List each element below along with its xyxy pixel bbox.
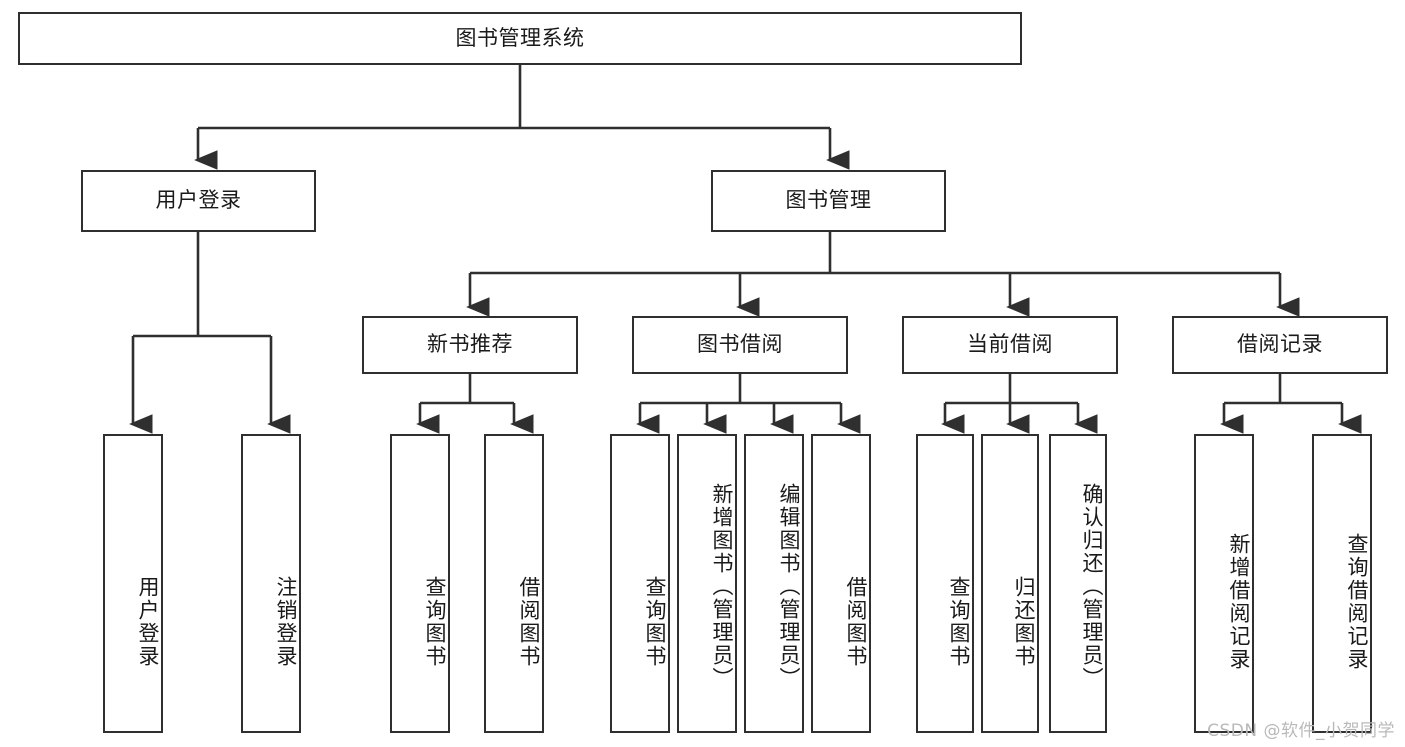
node-label: 图书管理 [785, 188, 872, 213]
node-user-login[interactable]: 用户登录 [81, 170, 316, 232]
leaf-add-borrow-record[interactable]: 新增借阅记录 [1194, 434, 1254, 733]
leaf-confirm-return-admin[interactable]: 确认归还（管理员） [1049, 434, 1107, 733]
node-label: 确认归还（管理员） [1080, 483, 1104, 690]
leaf-borrow-book-recommend[interactable]: 借阅图书 [484, 434, 544, 733]
leaf-add-book-admin[interactable]: 新增图书（管理员） [677, 434, 737, 733]
leaf-edit-book-admin[interactable]: 编辑图书（管理员） [744, 434, 804, 733]
node-label: 图书管理系统 [455, 25, 585, 50]
node-book-management[interactable]: 图书管理 [711, 170, 946, 232]
node-label: 注销登录 [274, 575, 298, 668]
node-label: 借阅图书 [844, 575, 868, 668]
node-label: 归还图书 [1012, 575, 1036, 668]
node-label: 用户登录 [136, 575, 160, 668]
node-label: 查询图书 [643, 575, 667, 668]
node-book-borrow[interactable]: 图书借阅 [632, 316, 848, 374]
leaf-query-book-borrow[interactable]: 查询图书 [610, 434, 670, 733]
node-label: 新增图书（管理员） [710, 483, 734, 690]
node-label: 查询图书 [947, 575, 971, 668]
node-label: 当前借阅 [967, 332, 1053, 357]
node-label: 借阅图书 [517, 575, 541, 668]
leaf-user-login[interactable]: 用户登录 [103, 434, 163, 733]
node-label: 查询图书 [423, 575, 447, 668]
node-label: 借阅记录 [1237, 332, 1323, 357]
node-label: 新书推荐 [427, 332, 513, 357]
node-label: 用户登录 [155, 188, 242, 213]
leaf-query-borrow-record[interactable]: 查询借阅记录 [1312, 434, 1372, 733]
node-label: 图书借阅 [697, 332, 783, 357]
leaf-return-book[interactable]: 归还图书 [981, 434, 1039, 733]
leaf-borrow-book[interactable]: 借阅图书 [811, 434, 871, 733]
csdn-watermark: CSDN @软件_小贺同学 [1207, 721, 1395, 741]
node-borrow-record[interactable]: 借阅记录 [1172, 316, 1388, 374]
leaf-query-book-current[interactable]: 查询图书 [916, 434, 974, 733]
node-label: 新增借阅记录 [1227, 532, 1251, 671]
leaf-logout[interactable]: 注销登录 [241, 434, 301, 733]
node-label: 查询借阅记录 [1345, 532, 1369, 671]
node-current-borrow[interactable]: 当前借阅 [902, 316, 1118, 374]
node-new-book-recommend[interactable]: 新书推荐 [362, 316, 578, 374]
node-root-library-system[interactable]: 图书管理系统 [18, 12, 1022, 65]
node-label: 编辑图书（管理员） [777, 483, 801, 690]
leaf-query-book-recommend[interactable]: 查询图书 [390, 434, 450, 733]
